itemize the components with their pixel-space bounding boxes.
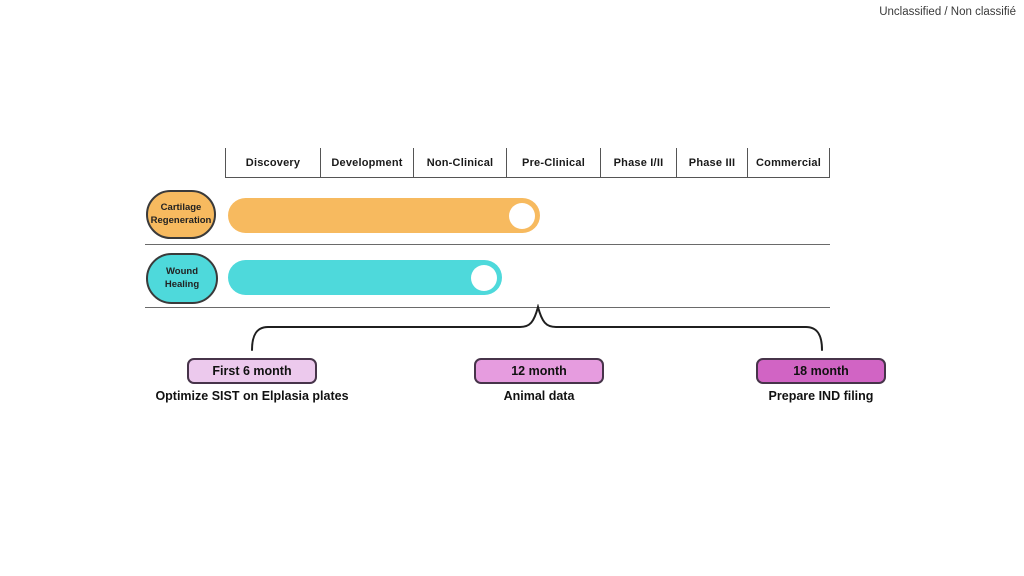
track-badge-cartilage-regeneration: Cartilage Regeneration: [146, 190, 216, 239]
phase-header-non-clinical: Non-Clinical: [413, 148, 506, 177]
phase-header-commercial: Commercial: [747, 148, 830, 177]
progress-bar-cartilage-regeneration: [228, 198, 540, 233]
milestone-caption: Optimize SIST on Elplasia plates: [155, 389, 349, 403]
phase-header-phase-iii: Phase III: [676, 148, 747, 177]
phase-header-development: Development: [320, 148, 413, 177]
progress-knob-icon: [471, 264, 497, 291]
milestone-box-12-month: 12 month: [474, 358, 604, 384]
row-separator: [145, 307, 830, 308]
phase-header-row: Discovery Development Non-Clinical Pre-C…: [225, 148, 830, 178]
phase-header-pre-clinical: Pre-Clinical: [506, 148, 600, 177]
phase-header-discovery: Discovery: [225, 148, 320, 177]
phase-header-phase-i-ii: Phase I/II: [600, 148, 676, 177]
milestone-box-18-month: 18 month: [756, 358, 886, 384]
brace-icon: [251, 304, 823, 351]
progress-bar-wound-healing: [228, 260, 502, 295]
progress-knob-icon: [509, 202, 535, 229]
milestone-caption: Animal data: [503, 389, 575, 403]
classification-label: Unclassified / Non classifié: [879, 6, 1016, 18]
track-badge-wound-healing: Wound Healing: [146, 253, 218, 304]
row-separator: [145, 244, 830, 245]
milestone-box-first-6-month: First 6 month: [187, 358, 317, 384]
milestone-caption: Prepare IND filing: [768, 389, 874, 403]
